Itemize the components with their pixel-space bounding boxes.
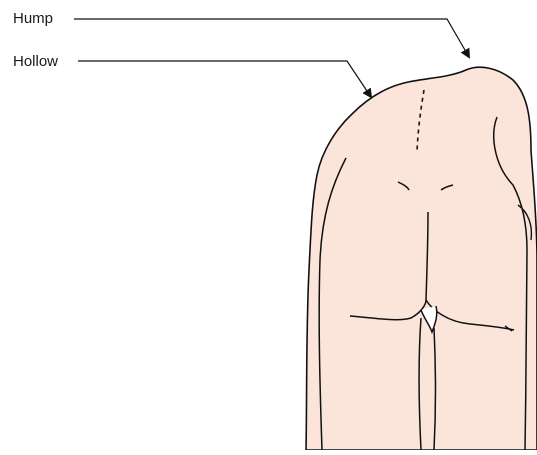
hump-label: Hump — [13, 11, 53, 26]
back-silhouette — [306, 67, 537, 450]
hollow-label: Hollow — [13, 54, 58, 69]
hollow-leader-line — [78, 61, 371, 97]
hump-leader-line — [74, 19, 469, 57]
